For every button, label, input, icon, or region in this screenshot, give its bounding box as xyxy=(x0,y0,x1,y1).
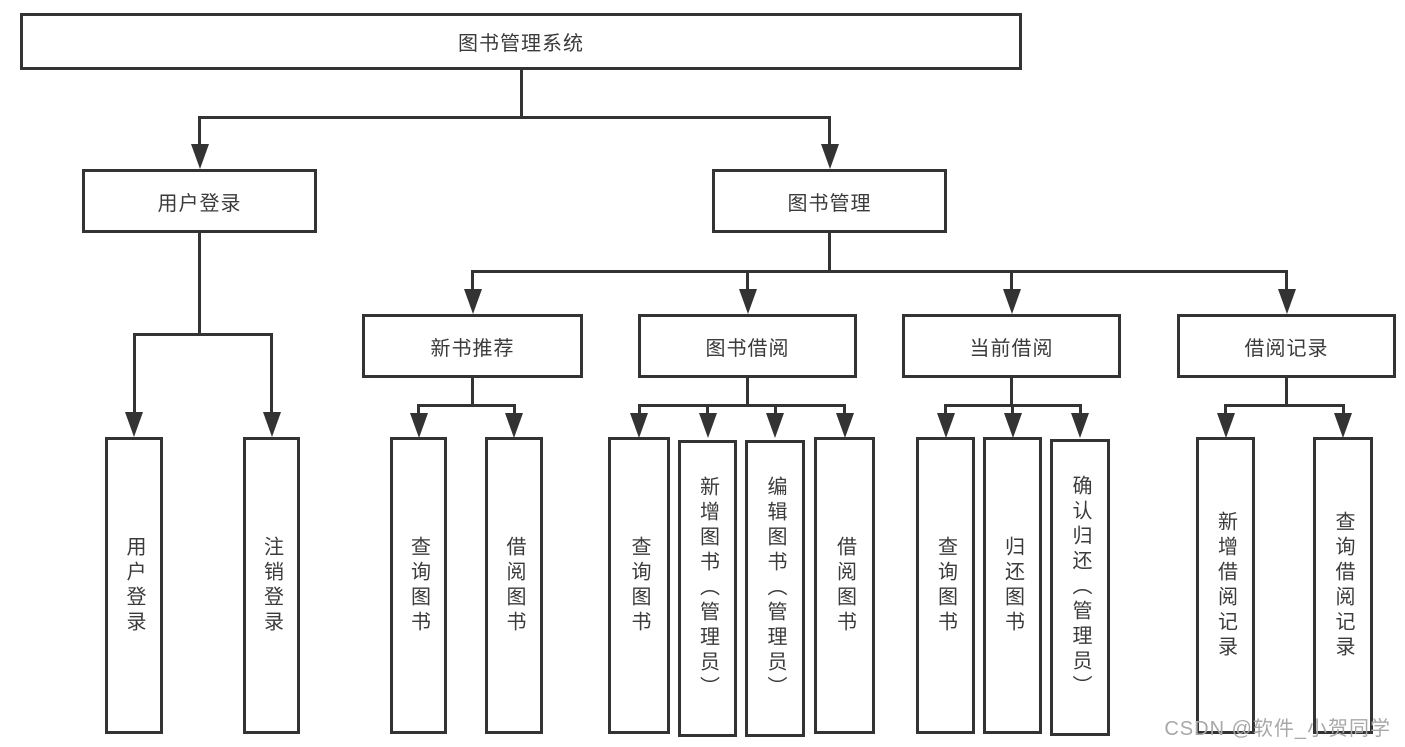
arrowhead-icon xyxy=(766,413,784,438)
arrowhead-icon xyxy=(1277,289,1296,314)
connector-line xyxy=(1011,404,1014,417)
connector-line xyxy=(417,404,420,417)
connector-line xyxy=(746,270,749,292)
leaf-add-borrow-record: 新增借阅记录 xyxy=(1196,437,1255,734)
leaf-add-book-admin: 新增图书（管理员） xyxy=(678,440,737,737)
arrowhead-icon xyxy=(630,413,648,438)
arrowhead-icon xyxy=(1334,413,1352,438)
node-current-borrow-label: 当前借阅 xyxy=(969,337,1054,360)
connector-line xyxy=(828,233,831,273)
leaf-edit-book-admin: 编辑图书（管理员） xyxy=(745,440,805,737)
node-book-management-label: 图书管理 xyxy=(787,192,872,215)
leaf-confirm-return-admin-label: 确认归还（管理员） xyxy=(1069,475,1091,700)
leaf-borrow-book-2: 借阅图书 xyxy=(814,437,875,734)
connector-line xyxy=(1010,270,1013,292)
node-root-label: 图书管理系统 xyxy=(458,33,584,55)
connector-line xyxy=(198,233,201,336)
leaf-add-book-admin-label: 新增图书（管理员） xyxy=(696,476,719,701)
connector-line xyxy=(746,378,749,407)
connector-line xyxy=(944,404,947,417)
connector-line xyxy=(132,333,273,336)
connector-line xyxy=(1224,404,1345,407)
connector-line xyxy=(512,404,516,417)
leaf-confirm-return-admin: 确认归还（管理员） xyxy=(1050,439,1110,736)
arrowhead-icon xyxy=(125,412,143,437)
connector-line xyxy=(1285,378,1288,407)
node-borrow-record-label: 借阅记录 xyxy=(1244,337,1329,360)
arrowhead-icon xyxy=(820,144,839,169)
leaf-query-book-1: 查询图书 xyxy=(390,437,447,734)
node-root: 图书管理系统 xyxy=(20,13,1022,70)
leaf-return-book: 归还图书 xyxy=(983,437,1042,734)
arrowhead-icon xyxy=(698,413,717,438)
connector-line xyxy=(637,404,641,417)
connector-line xyxy=(1078,404,1082,417)
arrowhead-icon xyxy=(1216,413,1235,438)
node-current-borrow: 当前借阅 xyxy=(902,314,1121,378)
arrowhead-icon xyxy=(1003,413,1022,438)
leaf-borrow-book-1: 借阅图书 xyxy=(485,437,543,734)
leaf-borrow-book-1-label: 借阅图书 xyxy=(503,535,525,636)
leaf-user-login: 用户登录 xyxy=(105,437,163,734)
connector-line xyxy=(471,270,1288,273)
arrowhead-icon xyxy=(262,412,281,437)
connector-line xyxy=(198,116,831,119)
csdn-watermark: CSDN @软件_小贺同学 xyxy=(1164,718,1391,740)
node-user-login: 用户登录 xyxy=(82,169,317,233)
connector-line xyxy=(706,404,709,417)
connector-line xyxy=(828,116,831,147)
node-book-borrow-label: 图书借阅 xyxy=(705,337,790,360)
connector-line xyxy=(1285,270,1288,292)
leaf-query-book-3: 查询图书 xyxy=(916,437,975,734)
leaf-query-book-2-label: 查询图书 xyxy=(628,535,650,636)
connector-line xyxy=(471,270,474,292)
leaf-logout-label: 注销登录 xyxy=(260,535,283,636)
arrowhead-icon xyxy=(1071,413,1089,438)
connector-line xyxy=(417,404,516,407)
leaf-query-borrow-record: 查询借阅记录 xyxy=(1313,437,1373,734)
connector-line xyxy=(519,70,523,117)
leaf-edit-book-admin-label: 编辑图书（管理员） xyxy=(764,476,786,701)
arrowhead-icon xyxy=(1002,289,1021,314)
connector-line xyxy=(773,404,777,417)
arrowhead-icon xyxy=(190,144,209,169)
connector-line xyxy=(1341,404,1345,417)
node-new-book-recommend-label: 新书推荐 xyxy=(430,337,515,360)
connector-line xyxy=(198,116,201,147)
node-user-login-label: 用户登录 xyxy=(157,192,242,215)
node-book-borrow: 图书借阅 xyxy=(638,314,857,378)
leaf-borrow-book-2-label: 借阅图书 xyxy=(833,535,856,636)
arrowhead-icon xyxy=(463,289,482,314)
connector-line xyxy=(132,333,136,415)
arrowhead-icon xyxy=(409,413,428,438)
arrowhead-icon xyxy=(738,289,757,314)
node-new-book-recommend: 新书推荐 xyxy=(362,314,583,378)
arrowhead-icon xyxy=(835,413,854,438)
leaf-query-book-1-label: 查询图书 xyxy=(407,535,430,636)
node-borrow-record: 借阅记录 xyxy=(1177,314,1396,378)
connector-line xyxy=(843,404,846,417)
leaf-query-borrow-record-label: 查询借阅记录 xyxy=(1332,510,1354,661)
arrowhead-icon xyxy=(505,413,523,438)
connector-line xyxy=(270,333,273,415)
connector-line xyxy=(471,378,474,407)
leaf-user-login-label: 用户登录 xyxy=(123,535,145,636)
connector-line xyxy=(1224,404,1227,417)
leaf-return-book-label: 归还图书 xyxy=(1001,535,1024,636)
connector-line xyxy=(637,404,846,407)
connector-line xyxy=(1010,378,1013,407)
leaf-query-book-3-label: 查询图书 xyxy=(934,535,957,636)
leaf-query-book-2: 查询图书 xyxy=(608,437,670,734)
arrowhead-icon xyxy=(936,413,955,438)
leaf-logout: 注销登录 xyxy=(243,437,300,734)
node-book-management: 图书管理 xyxy=(712,169,947,233)
leaf-add-borrow-record-label: 新增借阅记录 xyxy=(1214,510,1237,661)
